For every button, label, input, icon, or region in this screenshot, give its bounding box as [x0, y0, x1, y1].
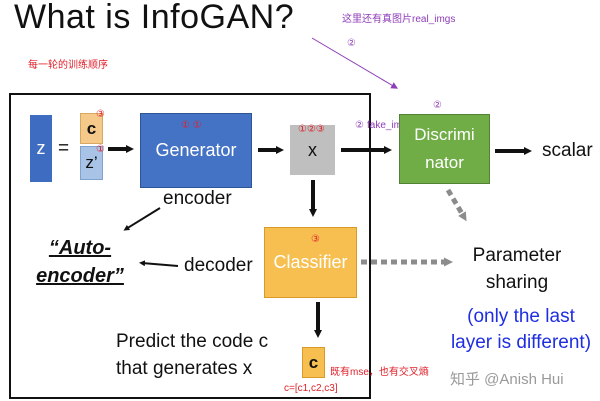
scalar-output: scalar: [542, 140, 593, 161]
code-list-note: c=[c1,c2,c3]: [284, 383, 338, 394]
arrow-decoder: [139, 260, 179, 267]
x-order-marks: ①②③: [298, 124, 325, 135]
training-order-note: 每一轮的训练顺序: [28, 60, 108, 71]
auto-encoder-line1: “Auto-: [48, 237, 112, 259]
generator-node: Generator: [140, 113, 252, 188]
loss-note: 既有mse，也有交叉熵: [330, 367, 429, 378]
predict-line1: Predict the code c: [116, 331, 269, 352]
param-line1: Parameter: [472, 245, 562, 266]
purple-annotation-arrow: [311, 37, 399, 89]
auto-encoder-label: “Auto- encoder”: [28, 234, 132, 290]
diff-line1: (only the last: [467, 306, 575, 327]
predict-code-text: Predict the code c that generates x: [116, 328, 268, 382]
diff-line2: layer is different): [450, 332, 592, 353]
generated-x-node: x: [290, 125, 335, 175]
decoder-label: decoder: [184, 255, 253, 276]
circled-2-fake: ②: [355, 120, 364, 131]
classifier-node: Classifier: [264, 227, 357, 298]
noise-z-prime-node: z’: [80, 146, 103, 180]
param-line2: sharing: [485, 272, 549, 293]
zprime-order-mark: ①: [96, 144, 105, 155]
arrow-encoder: [123, 207, 161, 231]
fake-imgs-note: fake_imgs: [367, 120, 413, 131]
discriminator-node: Discrimi nator: [399, 114, 490, 184]
predict-line2: that generates x: [116, 358, 253, 379]
slide-title: What is InfoGAN?: [14, 0, 295, 36]
noise-z-node: z: [30, 115, 52, 182]
circled-2-discriminator: ②: [433, 100, 442, 111]
parameter-sharing-text: Parameter sharing: [462, 242, 572, 296]
generator-order-marks: ① ①: [181, 120, 202, 131]
watermark: 知乎 @Anish Hui: [450, 371, 564, 388]
real-imgs-note: 这里还有真图片real_imgs: [342, 14, 456, 25]
classifier-label: Classifier: [273, 252, 348, 272]
last-layer-note: (only the last layer is different): [448, 304, 594, 356]
c-order-mark: ③: [96, 109, 105, 120]
auto-encoder-line2: encoder”: [36, 265, 124, 287]
discriminator-label-line2: nator: [425, 153, 464, 172]
encoder-label: encoder: [163, 188, 232, 209]
infogan-frame: [9, 93, 371, 399]
latent-code-c-node: c: [80, 113, 103, 144]
circled-2-top: ②: [347, 38, 356, 49]
equals-sign: =: [58, 138, 70, 159]
predicted-code-c-node: c: [302, 347, 325, 378]
dashed-disc-to-sharing: [445, 188, 467, 222]
classifier-order-mark: ③: [311, 234, 320, 245]
discriminator-label-line1: Discrimi: [414, 125, 475, 144]
generator-label: Generator: [155, 140, 237, 160]
